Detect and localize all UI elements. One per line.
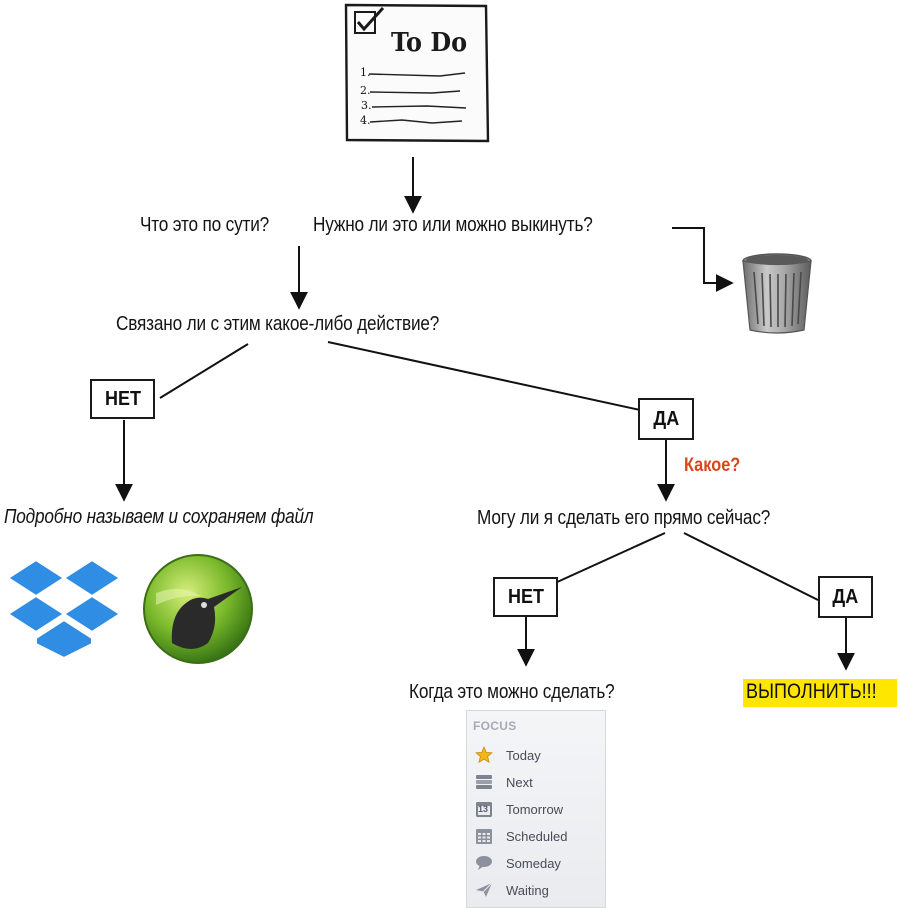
calendar-grid-icon [475,827,493,845]
branch-yes-2: ДА [818,576,873,618]
todo-number-2: 2. [360,84,371,97]
focus-item-scheduled[interactable]: Scheduled [475,826,567,846]
question-when: Когда это можно сделать? [409,681,615,703]
which-action-label: Какое? [684,455,741,476]
question-now: Могу ли я сделать его прямо сейчас? [477,507,771,529]
focus-header: FOCUS [473,719,517,733]
line-to-yes-1 [327,341,641,411]
next-list-icon [475,773,493,791]
question-essence: Что это по сути? [140,214,270,236]
todo-number-3: 3. [361,99,372,112]
star-icon [475,746,493,764]
outcome-file: Подробно называем и сохраняем файл [4,506,314,528]
speech-bubble-icon [475,854,493,872]
line-to-no-2 [554,532,666,584]
focus-item-today[interactable]: Today [475,745,541,765]
branch-yes-1: ДА [638,398,694,440]
focus-panel: FOCUS Today Next 13 Tomorrow [466,710,606,908]
question-needed: Нужно ли это или можно выкинуть? [313,214,593,236]
todo-list-icon [344,3,490,143]
hummingbird-logo-icon [143,554,253,664]
arrow-to-trash [672,227,734,292]
todo-number-1: 1. [360,66,371,79]
focus-item-next[interactable]: Next [475,772,533,792]
focus-item-waiting[interactable]: Waiting [475,880,549,900]
branch-no-1: НЕТ [90,379,155,419]
paper-plane-icon [475,881,493,899]
todo-title: To Do [391,28,468,58]
outcome-do-it: ВЫПОЛНИТЬ!!! [743,679,897,707]
focus-item-tomorrow[interactable]: 13 Tomorrow [475,799,563,819]
todo-number-4: 4. [360,114,371,127]
line-to-yes-2 [683,532,819,601]
branch-no-2: НЕТ [493,577,558,617]
calendar-13-icon: 13 [475,800,493,818]
dropbox-logo-icon [6,558,122,660]
line-to-no-1 [159,343,249,399]
trash-bin-icon [742,253,812,334]
focus-item-someday[interactable]: Someday [475,853,561,873]
question-action: Связано ли с этим какое-либо действие? [116,313,440,335]
